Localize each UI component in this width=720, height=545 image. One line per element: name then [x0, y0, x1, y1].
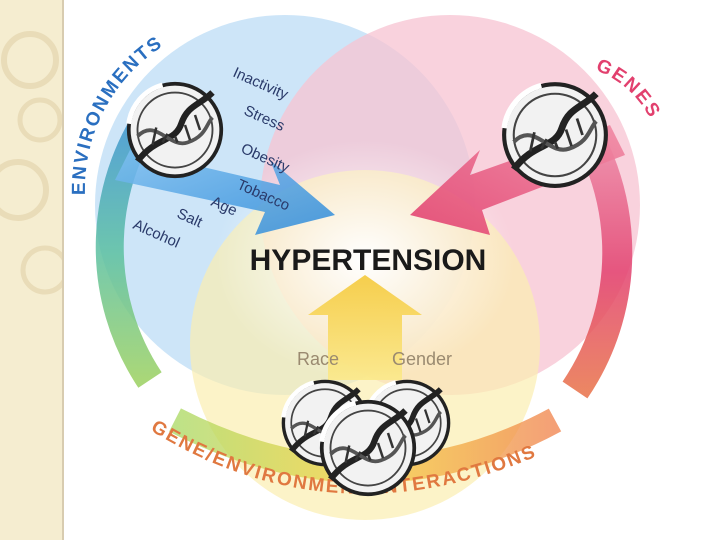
dna-in-circle-icon — [129, 84, 222, 177]
factor-race: Race — [297, 349, 339, 369]
swirl-pattern — [0, 31, 70, 295]
factor-gender: Gender — [392, 349, 452, 369]
dna-in-circle-icon — [504, 84, 606, 186]
decorative-side-panel — [0, 0, 70, 540]
dna-in-circle-icon — [322, 402, 415, 495]
hypertension-title: HYPERTENSION — [250, 244, 487, 277]
interactions-arrow — [308, 275, 422, 380]
